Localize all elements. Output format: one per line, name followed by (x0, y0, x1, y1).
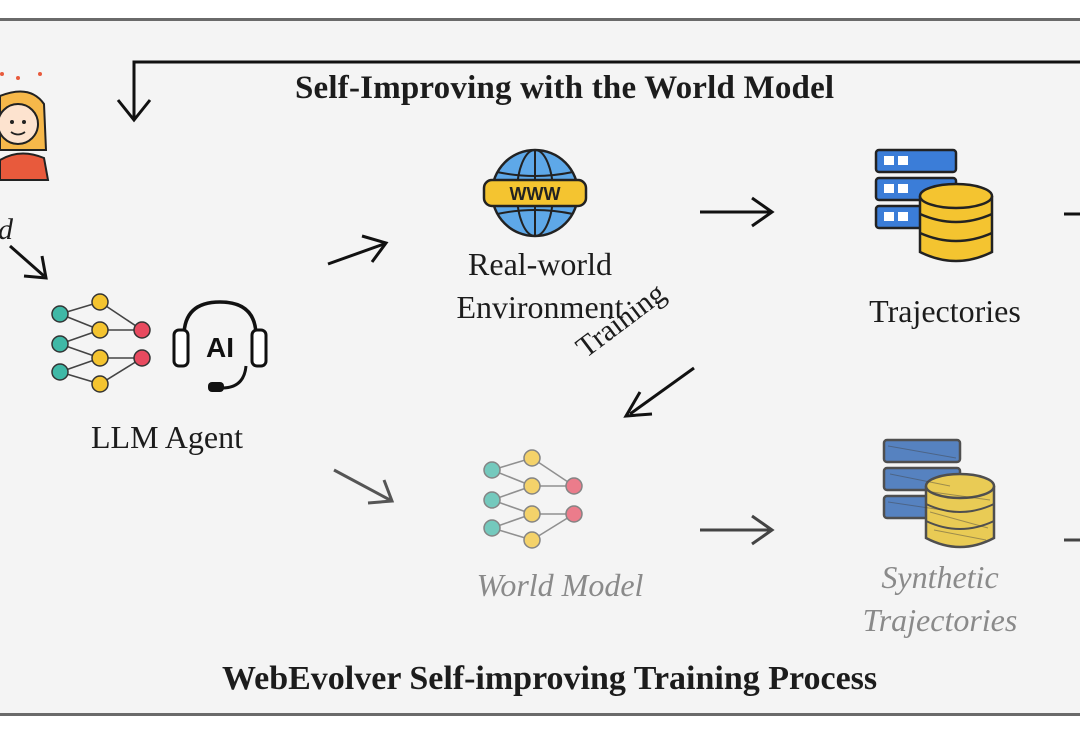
synthetic-line-1: Synthetic (881, 559, 999, 595)
node-label-world-model: World Model (476, 567, 644, 603)
arrow-agent-to-environment (327, 242, 385, 266)
environment-line-1: Real-world (468, 246, 612, 282)
person-icon (0, 72, 50, 181)
node-label-trajectories: Trajectories (869, 293, 1021, 329)
neural-network-icon (483, 449, 583, 549)
svg-text:AI: AI (206, 332, 234, 363)
arrow-agent-to-world-model (333, 468, 391, 502)
loop-arrowhead (116, 99, 152, 123)
server-database-icon (882, 438, 996, 549)
environment-line-2: Environment (456, 289, 624, 325)
ai-headset-icon: AI (172, 300, 268, 392)
synthetic-line-2: Trajectories (862, 602, 1018, 638)
user-annotation: d (0, 213, 13, 247)
server-database-icon (874, 148, 994, 263)
arrow-training (629, 366, 695, 416)
loop-arrow (132, 60, 1080, 118)
node-label-synthetic: Synthetic Trajectories (840, 556, 1040, 642)
node-label-environment: Real-world Environment (440, 243, 640, 329)
loop-title: Self-Improving with the World Model (295, 70, 835, 106)
svg-text:WWW: WWW (510, 184, 561, 204)
globe-www-icon: WWW (482, 148, 588, 238)
diagram-caption: WebEvolver Self-improving Training Proce… (222, 660, 878, 697)
arrow-user-to-agent (9, 244, 45, 278)
neural-network-icon (51, 293, 151, 393)
node-label-agent: LLM Agent (91, 419, 243, 455)
